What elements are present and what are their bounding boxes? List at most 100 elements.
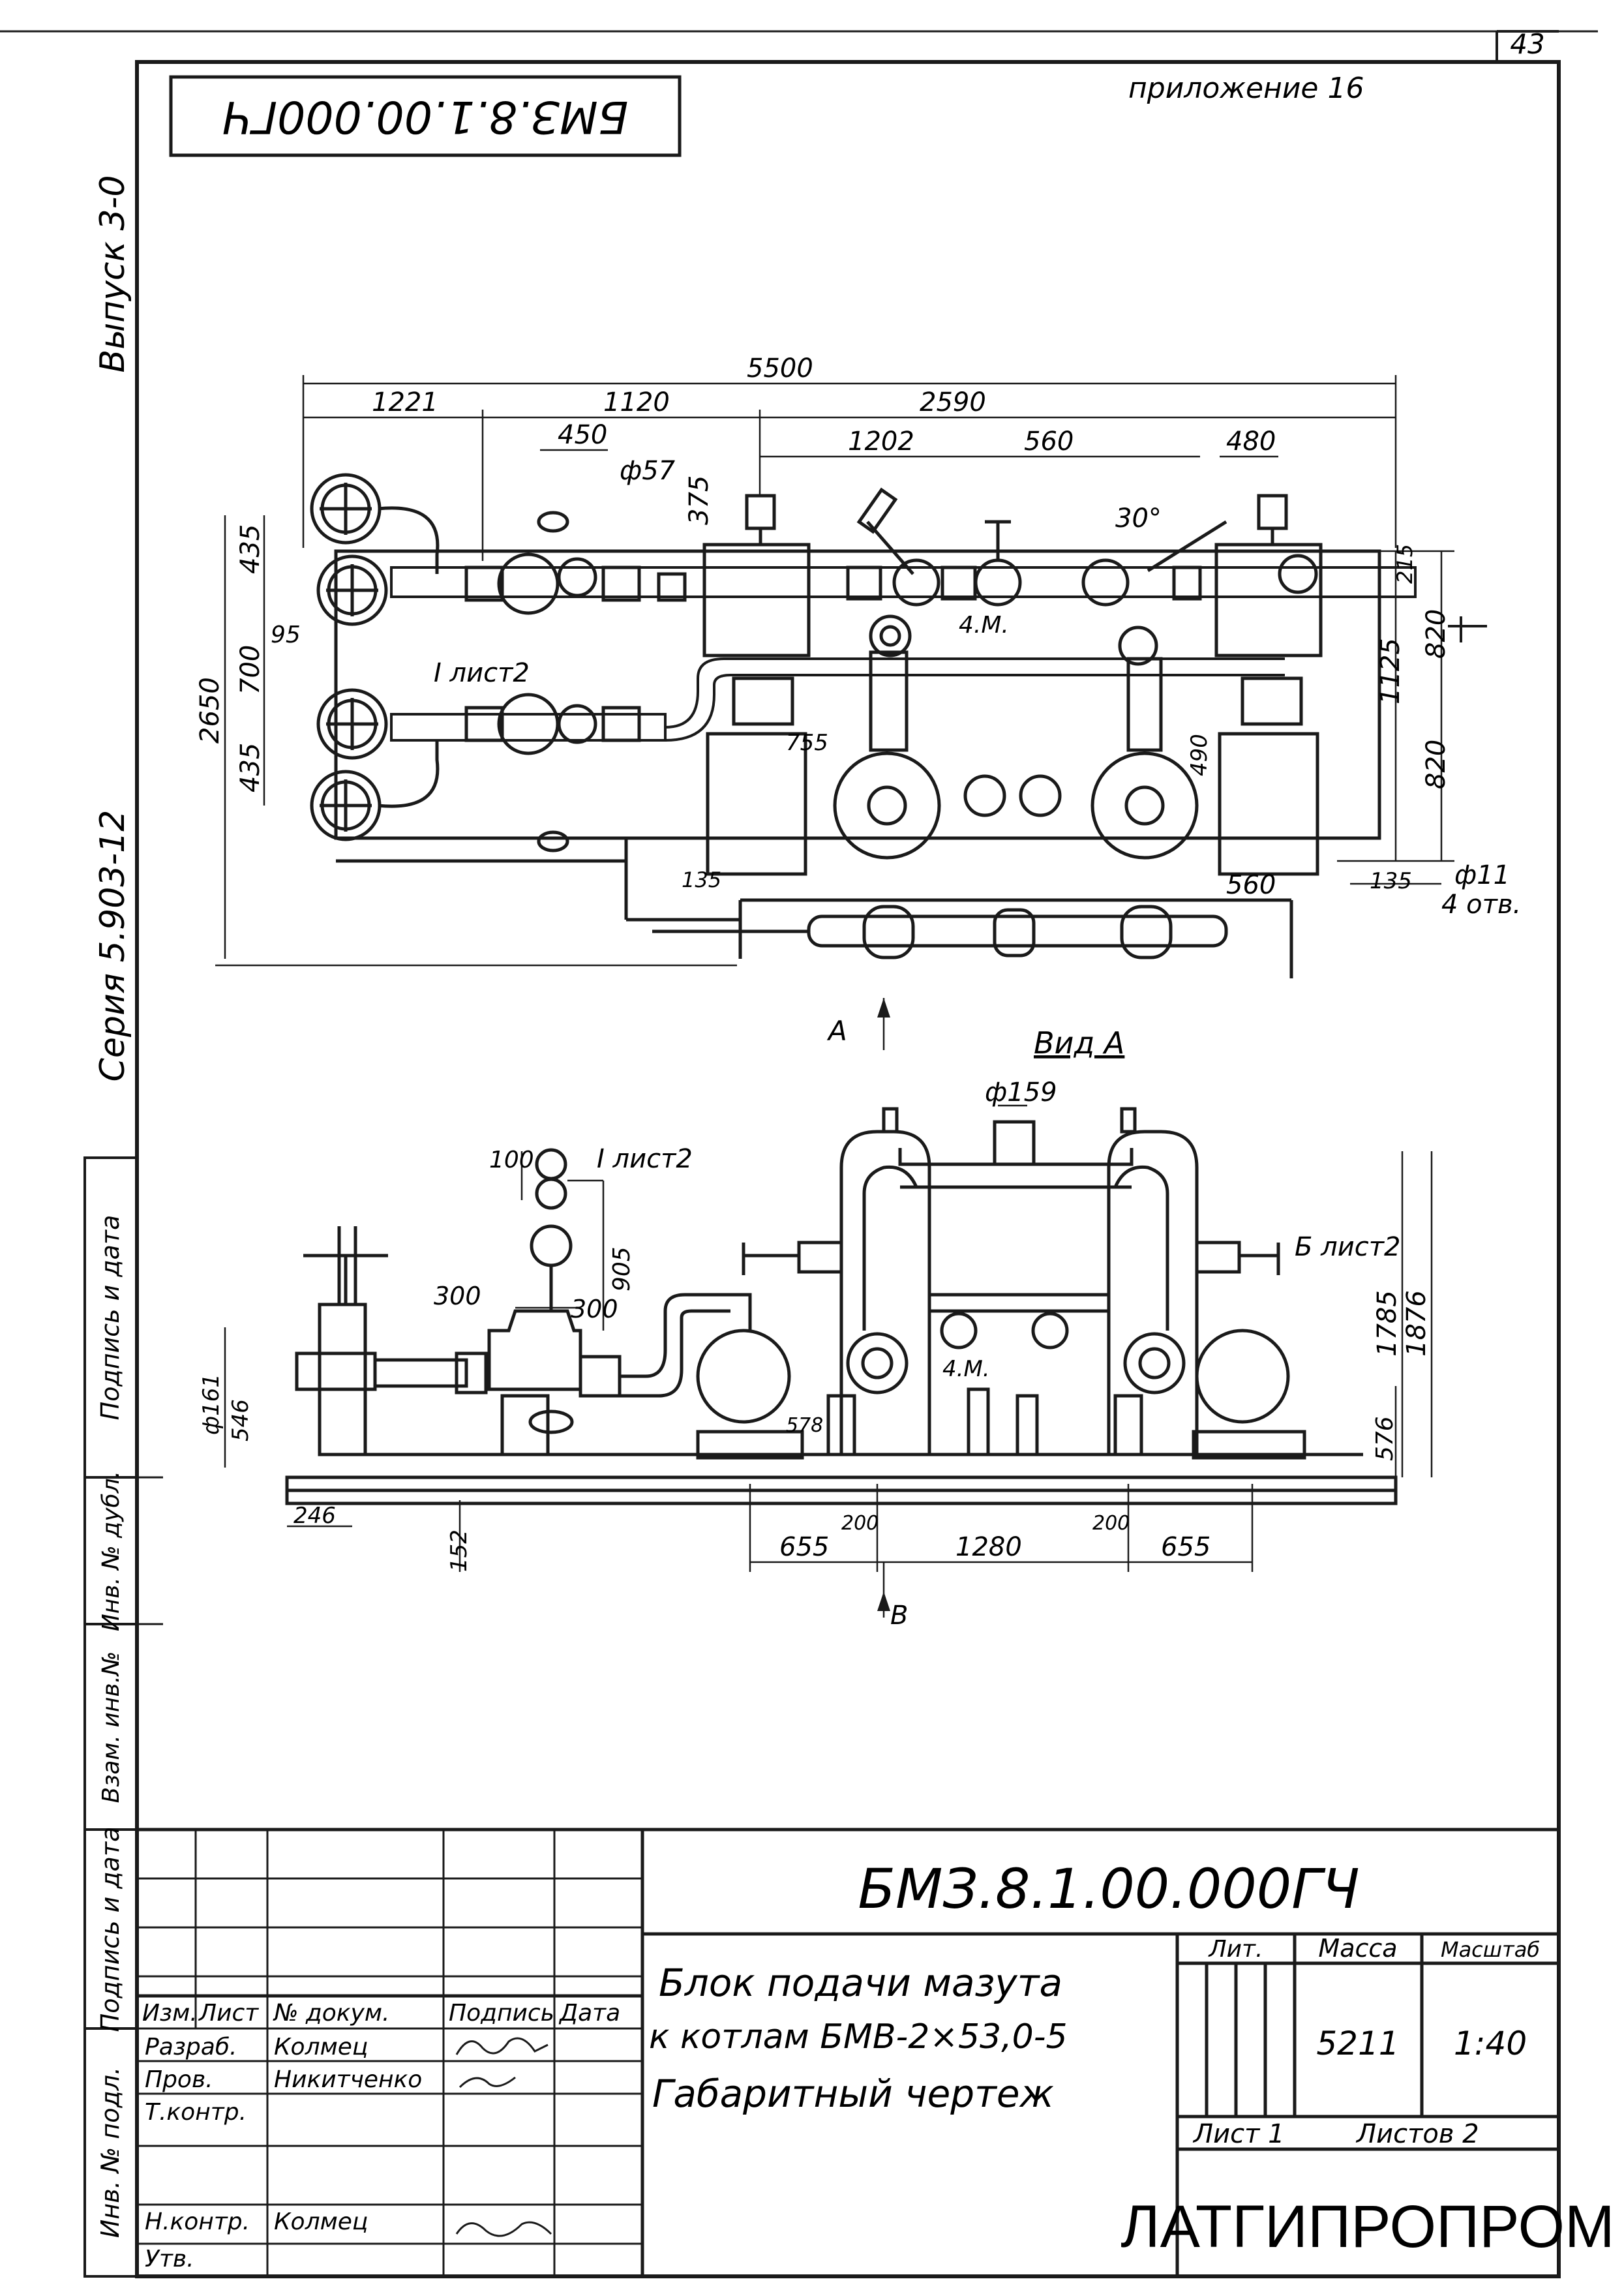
view-a-base [285,1453,1398,1505]
dim-246: 246 [293,1503,336,1529]
label-arrow-b: В [890,1601,908,1631]
plan-heaters [702,494,1323,876]
dim-435-bottom: 435 [235,743,265,792]
plan-mid-valves [846,487,1227,607]
scale-label: Масштаб [1441,1937,1540,1962]
role-2: Пров. [145,2066,213,2093]
hdr-date: Дата [558,2000,620,2027]
margin-replace-inv: Взам. инв.№ [98,1651,125,1803]
label-4m-view-a: 4.М. [942,1356,990,1382]
view-a-dim-texts: ф159 100 905 300 300 ф161 546 246 152 57… [198,1078,1432,1631]
dim-152: 152 [446,1530,472,1572]
name-line-2: к котлам БМВ-2×53,0-5 [649,2017,1068,2057]
plan-dim-lines [215,375,1454,1050]
view-a-pumps [826,1293,1143,1456]
dim-546: 546 [228,1399,254,1441]
dim-135-right: 135 [1370,868,1412,894]
stamp-code-mirrored: БМЗ.8.1.00.000ГЧ [222,91,629,142]
designation: БМЗ.8.1.00.000ГЧ [858,1857,1359,1921]
issue-label: Выпуск 3-0 [93,175,132,373]
arrow-b-head [877,1591,890,1611]
lit-label: Лит. [1208,1936,1263,1963]
dim-490: 490 [1186,734,1212,776]
view-a-filter-stand [295,1226,488,1456]
hdr-list: Лист [198,2000,259,2027]
plan-skid-frame [334,549,1381,978]
dim-1202: 1202 [848,427,914,457]
label-i-list2: I лист2 [597,1144,693,1174]
role-3: Т.контр. [145,2099,247,2126]
label-list2-plan: I лист2 [434,658,530,688]
mass-value: 5211 [1316,2025,1399,2062]
dim-560-bottom: 560 [1226,870,1276,900]
margin-inv-orig: Инв. № подл. [96,2067,125,2238]
dim-phi57: ф57 [620,456,676,486]
dim-700: 700 [235,645,265,695]
view-a-column-left [742,1107,931,1455]
plan-dim-texts: 5500 1221 1120 2590 450 ф57 375 1202 560… [195,354,1521,1047]
view-a-strainer [487,1148,622,1456]
plan-pumps [833,614,1199,860]
hdr-doc: № докум. [273,2000,389,2027]
view-a-title: Вид А [1034,1025,1124,1061]
dim-300-left: 300 [434,1282,481,1310]
dim-435-top: 435 [235,524,265,574]
dim-1125: 1125 [1376,638,1406,704]
view-a-column-right [1107,1107,1280,1455]
dim-300-right: 300 [571,1295,618,1323]
label-b-list2: Б лист2 [1295,1232,1400,1262]
series-label: Серия 5.903-12 [93,810,132,1082]
dim-1280: 1280 [955,1532,1022,1562]
view-a-crossover [898,1120,1134,1189]
dim-576: 576 [1372,1416,1398,1461]
dim-phi159: ф159 [985,1078,1057,1108]
dim-375: 375 [684,475,714,525]
plan-valves [464,511,687,852]
role-5-name: Колмец [274,2209,368,2235]
plan-filters [310,473,440,841]
dim-5500: 5500 [747,354,813,384]
dim-4holes: 4 отв. [1441,890,1521,920]
org-name: ЛАТГИПРОПРОМ [1120,2194,1614,2260]
hdr-sign: Подпись [449,2000,554,2027]
dim-905: 905 [609,1246,635,1291]
role-5: Н.контр. [145,2209,250,2235]
dim-phi161: ф161 [198,1374,224,1435]
dim-95: 95 [271,622,301,648]
label-arrow-a: А [826,1015,847,1047]
role-1: Разраб. [145,2034,237,2060]
view-a-heater-right [1192,1329,1306,1460]
margin-dup-inv: Инв. № дубл. [98,1471,125,1631]
view-a: Вид А [198,1025,1433,1631]
dim-2590: 2590 [920,387,986,417]
label-4m-plan: 4.М. [959,612,1009,639]
dim-560-top: 560 [1024,427,1074,457]
scale-value: 1:40 [1454,2025,1527,2062]
dim-755: 755 [786,730,828,756]
view-a-dim-lines [224,1104,1433,1618]
dim-200-right: 200 [1092,1512,1130,1535]
dim-2650: 2650 [195,677,225,744]
dim-655-right: 655 [1161,1532,1210,1562]
hdr-izm: Изм. [142,2000,198,2027]
plan-headers [390,566,1417,742]
sheet-number: Лист 1 [1192,2119,1285,2149]
dim-1120: 1120 [603,387,670,417]
dim-655-left: 655 [779,1532,829,1562]
plan-view: 5500 1221 1120 2590 450 ф57 375 1202 560… [195,354,1521,1050]
signatures [455,2037,552,2237]
dim-578: 578 [786,1414,823,1437]
name-line-3: Габаритный чертеж [652,2072,1054,2116]
title-block: БМЗ.8.1.00.000ГЧ Блок подачи мазута к ко… [137,1828,1615,2276]
dim-phi11: ф11 [1454,860,1510,890]
margin-sign-date-1: Подпись и дата [96,1215,125,1421]
dim-820-top: 820 [1421,609,1451,659]
dim-1876: 1876 [1402,1290,1432,1357]
role-1-name: Колмец [274,2034,368,2060]
left-margin-strip: Подпись и дата Инв. № дубл. Взам. инв.№ … [83,1156,163,2278]
plan-discharge [652,905,1228,959]
dim-200-left: 200 [841,1512,879,1535]
stamp-box [169,75,682,157]
name-line-1: Блок подачи мазута [659,1961,1062,2005]
